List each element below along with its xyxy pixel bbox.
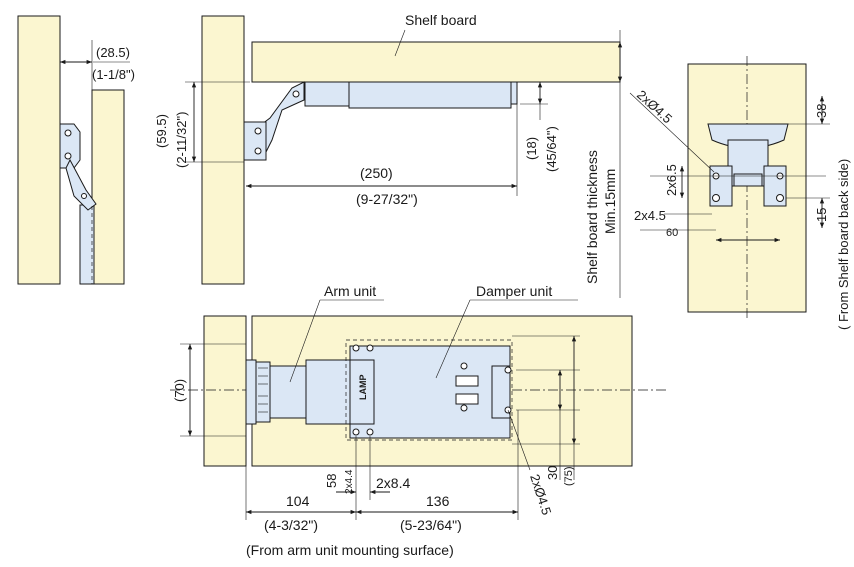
arm-linkage xyxy=(243,81,305,161)
dim-30: 30 xyxy=(545,466,560,480)
damper-unit-label: Damper unit xyxy=(476,283,552,299)
dim-gap-in: (1-1/8") xyxy=(92,67,135,82)
mount-note: (From arm unit mounting surface) xyxy=(246,542,454,558)
dim-58: 58 xyxy=(324,474,339,488)
door-panel xyxy=(91,89,125,285)
dim-gap-mm: (28.5) xyxy=(96,45,130,60)
dim-height-in: (2-11/32") xyxy=(174,112,189,168)
damper-body xyxy=(304,81,518,109)
cabinet-side-panel-2 xyxy=(201,15,245,285)
dim-height-mm: (59.5) xyxy=(154,114,169,148)
back-dim-38: 38 xyxy=(814,104,829,118)
dim-length-mm: (250) xyxy=(360,165,393,181)
top-view: LAMP Arm unit Damper unit (70) 104 xyxy=(170,283,668,558)
top-damper-unit: LAMP xyxy=(345,339,513,441)
back-dim-2x45b: 2x4.5 xyxy=(634,208,666,223)
thickness-line2: Min.15mm xyxy=(602,169,618,234)
dim-70: (70) xyxy=(172,379,187,402)
dim-offset-in: (45/64") xyxy=(544,126,559,172)
shelf-board-label: Shelf board xyxy=(405,12,477,28)
dim-2x84: 2x8.4 xyxy=(376,475,410,491)
back-side-note: ( From Shelf board back side) xyxy=(836,159,851,330)
folded-arm-unit xyxy=(59,123,97,211)
dim-136: 136 xyxy=(426,493,450,509)
dim-length-in: (9-27/32") xyxy=(356,191,418,207)
back-view: 2xØ4.5 2x6.5 2x4.5 60 38 15 ( From Shelf… xyxy=(629,56,851,330)
dim-136-in: (5-23/64") xyxy=(400,517,462,533)
top-side-panel xyxy=(203,315,247,467)
back-dim-15: 15 xyxy=(814,208,829,222)
dim-104-in: (4-3/32") xyxy=(264,517,318,533)
back-dim-60: 60 xyxy=(666,227,678,239)
back-bracket xyxy=(707,123,789,207)
dim-75: (75) xyxy=(563,466,575,486)
cabinet-side-panel xyxy=(17,15,61,285)
dim-2x44: 2x4.4 xyxy=(344,469,355,494)
dim-offset-mm: (18) xyxy=(524,137,539,160)
brand-label: LAMP xyxy=(358,375,368,401)
dim-104: 104 xyxy=(286,493,310,509)
back-dim-2x65: 2x6.5 xyxy=(664,164,679,196)
thickness-line1: Shelf board thickness xyxy=(584,150,600,284)
left-side-view: (28.5) (1-1/8") xyxy=(17,15,135,285)
main-side-view: Shelf board (59.5) (2-11/32") (250) (9-2… xyxy=(154,12,623,298)
back-dim-2x45: 2xØ4.5 xyxy=(634,87,675,126)
arm-unit-label: Arm unit xyxy=(324,283,376,299)
top-arm-unit xyxy=(245,359,351,425)
shelf-board xyxy=(251,41,621,83)
